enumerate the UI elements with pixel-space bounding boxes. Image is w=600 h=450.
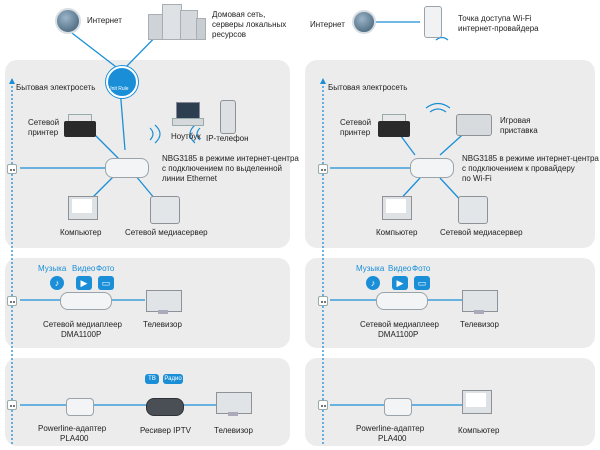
home-net-label-3: ресурсов <box>212 30 247 39</box>
right-computer-label: Компьютер <box>376 228 418 237</box>
right-music-label: Музыка <box>356 264 385 273</box>
right-pla-label-2: PLA400 <box>378 434 407 443</box>
right-player-label-1: Сетевой медиаплеер <box>360 320 439 329</box>
right-photo-label: Фото <box>412 264 431 273</box>
computer-icon <box>382 196 412 224</box>
left-router-label-1: NBG3185 в режиме интернет-центра <box>162 154 299 163</box>
right-video-label: Видео <box>388 264 412 273</box>
photo-icon: ▭ <box>98 276 114 290</box>
tv-channel-badge: ТВ <box>145 374 159 384</box>
left-printer-label-1: Сетевой <box>28 118 60 127</box>
left-photo-label: Фото <box>96 264 115 273</box>
left-router-label-3: линии Ethernet <box>162 174 217 183</box>
laptop-label: Ноутбук <box>171 132 201 141</box>
ip-phone-icon <box>220 100 236 134</box>
power-outlet-icon <box>318 164 328 174</box>
home-net-label-2: серверы локальных <box>212 20 287 29</box>
right-tv-label: Телевизор <box>460 320 499 329</box>
left-music-label: Музыка <box>38 264 67 273</box>
wifi-access-point-icon <box>424 6 442 38</box>
computer-icon <box>68 196 98 224</box>
globe-icon <box>352 10 376 34</box>
left-pla-label-2: PLA400 <box>60 434 89 443</box>
iptv-receiver-icon <box>146 398 184 416</box>
left-router-label-2: с подключением по выделенной <box>162 164 282 173</box>
left-printer-label-2: принтер <box>28 128 59 137</box>
ip-phone-label: IP-телефон <box>206 134 249 143</box>
left-player-label-2: DMA1100P <box>61 330 102 339</box>
right-console-label-1: Игровая <box>500 116 531 125</box>
left-tv-label: Телевизор <box>143 320 182 329</box>
power-outlet-icon <box>7 400 17 410</box>
left-tv2-label: Телевизор <box>214 426 253 435</box>
right-ap-label-2: интернет-провайдера <box>458 24 539 33</box>
right-computer2-label: Компьютер <box>458 426 500 435</box>
tv-icon <box>146 290 182 316</box>
media-player-icon <box>376 292 428 310</box>
left-internet-label: Интернет <box>87 16 122 25</box>
router-icon <box>410 158 454 178</box>
video-icon: ▶ <box>392 276 408 290</box>
right-player-label-2: DMA1100P <box>378 330 419 339</box>
powerline-adapter-icon <box>384 398 412 416</box>
computer-icon <box>462 390 492 418</box>
power-outlet-icon <box>7 296 17 306</box>
powerline-adapter-icon <box>66 398 94 416</box>
music-icon: ♪ <box>50 276 64 290</box>
right-mediaserver-label: Сетевой медиасервер <box>440 228 523 237</box>
left-player-label-1: Сетевой медиаплеер <box>43 320 122 329</box>
left-computer-label: Компьютер <box>60 228 102 237</box>
right-internet-label: Интернет <box>310 20 345 29</box>
iptv-label: Ресивер IPTV <box>140 426 191 435</box>
globe-icon <box>55 8 81 34</box>
tv-icon <box>216 392 252 418</box>
photo-icon: ▭ <box>414 276 430 290</box>
unit-rule-icon <box>106 66 138 98</box>
media-server-icon <box>150 196 180 224</box>
unit-rule-label: Unit Rule <box>108 86 129 92</box>
game-console-icon <box>456 114 492 136</box>
laptop-icon <box>172 102 204 128</box>
left-panel-main <box>5 60 290 248</box>
buildings-icon <box>148 4 206 40</box>
power-outlet-icon <box>318 400 328 410</box>
right-ap-label-1: Точка доступа Wi-Fi <box>458 14 532 23</box>
right-panel-pla <box>305 358 595 446</box>
left-pla-label-1: Powerline-адаптер <box>38 424 107 433</box>
right-pla-label-1: Powerline-адаптер <box>356 424 425 433</box>
right-router-label-1: NBG3185 в режиме интернет-центра <box>462 154 599 163</box>
tv-icon <box>462 290 498 316</box>
right-printer-label-1: Сетевой <box>340 118 372 127</box>
right-router-label-3: по Wi-Fi <box>462 174 492 183</box>
left-powerline-label: Бытовая электросеть <box>16 83 96 92</box>
right-printer-label-2: принтер <box>340 128 371 137</box>
printer-icon <box>378 114 410 138</box>
right-console-label-2: приставка <box>500 126 538 135</box>
right-powerline-label: Бытовая электросеть <box>328 83 408 92</box>
right-router-label-2: с подключением к провайдеру <box>462 164 575 173</box>
media-player-icon <box>60 292 112 310</box>
right-panel-main <box>305 60 595 248</box>
media-server-icon <box>458 196 488 224</box>
left-video-label: Видео <box>72 264 96 273</box>
right-panel-media <box>305 258 595 348</box>
power-outlet-icon <box>7 164 17 174</box>
router-icon <box>105 158 149 178</box>
printer-icon <box>64 114 96 138</box>
video-icon: ▶ <box>76 276 92 290</box>
radio-badge: Радио <box>163 374 183 384</box>
music-icon: ♪ <box>366 276 380 290</box>
left-mediaserver-label: Сетевой медиасервер <box>125 228 208 237</box>
home-net-label-1: Домовая сеть, <box>212 10 266 19</box>
power-outlet-icon <box>318 296 328 306</box>
